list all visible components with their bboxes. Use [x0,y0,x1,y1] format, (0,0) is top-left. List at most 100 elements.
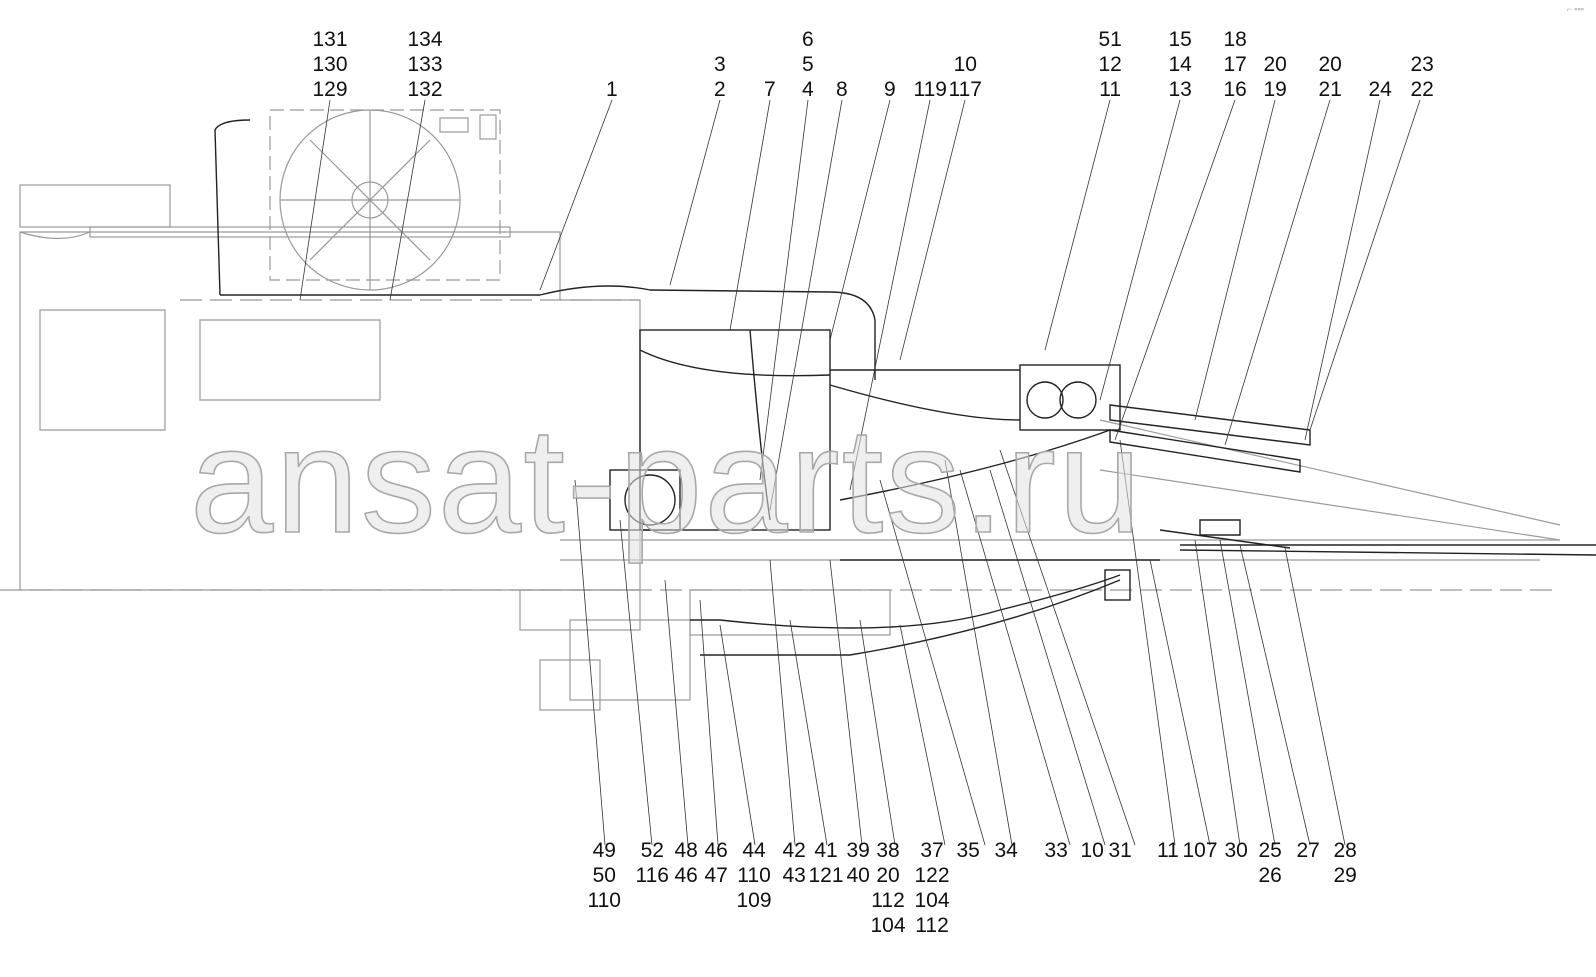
callout-number: 37 [920,839,944,862]
corner-mark: ⌐ ▪▪▪ [1566,4,1584,14]
callout-number: 10 [953,53,977,76]
callout-number: 3 [714,53,726,76]
callout-number: 14 [1168,53,1192,76]
callout-number: 29 [1333,864,1357,887]
callout-number: 12 [1098,53,1122,76]
callout-11: 11 [1157,838,1179,863]
callout-number: 134 [407,28,443,51]
callout-119: 119 [914,77,947,102]
callout-number: 13 [1168,78,1192,101]
callout-number: 50 [592,864,616,887]
callout-number: 25 [1258,839,1282,862]
callout-number: 17 [1223,53,1247,76]
callout-number: 131 [312,28,348,51]
callout-number: 5 [802,53,814,76]
callout-number: 11 [1157,839,1179,862]
callout-number: 104 [914,889,950,912]
callout-number: 26 [1258,864,1282,887]
callout-number: 20 [1263,53,1287,76]
callout-107: 107 [1183,838,1218,863]
callout-number: 15 [1168,28,1192,51]
callout-number: 27 [1296,839,1320,862]
callout-number: 47 [704,864,728,887]
callout-number: 16 [1223,78,1247,101]
callout-number: 132 [407,78,443,101]
callout-27: 27 [1297,838,1320,863]
callout-number: 49 [592,839,616,862]
callout-31: 31 [1109,838,1132,863]
callout-number: 46 [674,864,698,887]
watermark: ansat-parts.ru [189,395,1144,565]
callout-number: 7 [764,78,776,101]
callout-number: 109 [736,889,772,912]
callout-number: 44 [742,839,766,862]
callout-number: 121 [808,864,844,887]
callout-number: 28 [1333,839,1357,862]
callout-number: 9 [884,78,896,101]
callout-number: 30 [1224,839,1248,862]
callout-number: 19 [1263,78,1287,101]
callout-10: 10 [1081,838,1104,863]
callout-8: 8 [836,77,848,102]
callout-number: 10 [1080,839,1104,862]
callout-30: 30 [1225,838,1248,863]
callout-number: 33 [1044,839,1068,862]
callout-1: 1 [606,77,618,102]
callout-7: 7 [764,77,776,102]
callout-number: 42 [782,839,806,862]
callout-number: 117 [948,78,982,101]
frame-outline [0,109,1561,711]
callout-number: 52 [640,839,664,862]
callout-number: 116 [635,864,669,887]
callout-number: 4 [802,78,814,101]
callout-number: 41 [814,839,838,862]
callout-number: 34 [994,839,1018,862]
callout-9: 9 [884,77,896,102]
callout-number: 31 [1108,839,1132,862]
callout-number: 110 [587,889,621,912]
callout-number: 2 [714,78,726,101]
callout-number: 46 [704,839,728,862]
callout-number: 38 [876,839,900,862]
callout-34: 34 [995,838,1018,863]
callout-number: 39 [846,839,870,862]
callout-number: 119 [913,78,947,101]
callout-number: 129 [312,78,348,101]
callout-number: 107 [1182,839,1218,862]
callout-number: 43 [782,864,806,887]
callout-35: 35 [957,838,980,863]
callout-number: 130 [312,53,348,76]
callout-number: 22 [1410,78,1434,101]
callout-24: 24 [1369,77,1392,102]
callout-33: 33 [1045,838,1068,863]
callout-number: 1 [606,78,618,101]
leader-lines [299,99,1421,846]
callout-number: 20 [876,864,900,887]
callout-number: 40 [846,864,870,887]
callout-number: 35 [956,839,980,862]
callout-number: 23 [1410,53,1434,76]
callout-number: 110 [737,864,771,887]
callout-number: 133 [407,53,443,76]
